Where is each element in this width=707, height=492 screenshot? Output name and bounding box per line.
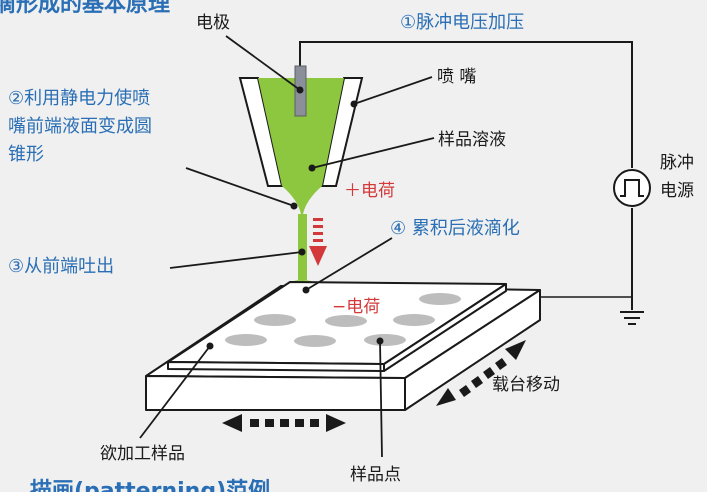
pulse-source-label-2: 电源 <box>660 181 694 201</box>
plus-charge-label: ＋电荷 <box>344 181 395 201</box>
heading-top: 滴形成的基本原理 <box>0 0 170 17</box>
liquid-jet <box>298 214 307 280</box>
nozzle-label: 喷 嘴 <box>437 67 476 87</box>
pulse-voltage-label: ①脉冲电压加压 <box>400 12 524 33</box>
sample-dot <box>294 335 336 347</box>
leader-dots <box>206 86 384 350</box>
sample-dot <box>254 314 296 326</box>
sample-dot <box>364 334 406 346</box>
sample-dot <box>225 334 267 346</box>
sample-dot <box>393 314 435 326</box>
sample-solution-label: 样品溶液 <box>438 130 506 150</box>
ejection-arrow-icon <box>309 218 327 266</box>
electrode-label: 电极 <box>196 13 230 33</box>
sample-dot <box>419 293 461 305</box>
stage-move-arrow-diagonal-icon <box>436 340 526 406</box>
pulse-source-icon <box>613 169 651 207</box>
workpiece-label: 欲加工样品 <box>100 444 185 464</box>
step4-label: ④ 累积后液滴化 <box>390 218 520 239</box>
stage-move-label: 载台移动 <box>492 375 560 395</box>
minus-charge-label: −电荷 <box>332 297 380 317</box>
step3-label: ③从前端吐出 <box>8 256 114 277</box>
sample-liquid-cone <box>258 78 344 214</box>
heading-bottom: 描画(patterning)范例 <box>30 479 270 492</box>
step2-label-1: ②利用静电力使喷 <box>8 88 150 109</box>
leader-lines <box>139 35 435 458</box>
pulse-source-label-1: 脉冲 <box>660 153 694 173</box>
sample-dots <box>225 293 461 347</box>
step2-label-3: 锥形 <box>8 144 44 165</box>
ground-icon <box>620 311 644 325</box>
stage-move-arrow-horizontal-icon <box>222 414 346 432</box>
sample-dot <box>325 315 367 327</box>
sample-dot-label: 样品点 <box>350 465 401 485</box>
step2-label-2: 嘴前端液面变成圆 <box>8 116 152 137</box>
circuit-wire <box>299 41 633 168</box>
